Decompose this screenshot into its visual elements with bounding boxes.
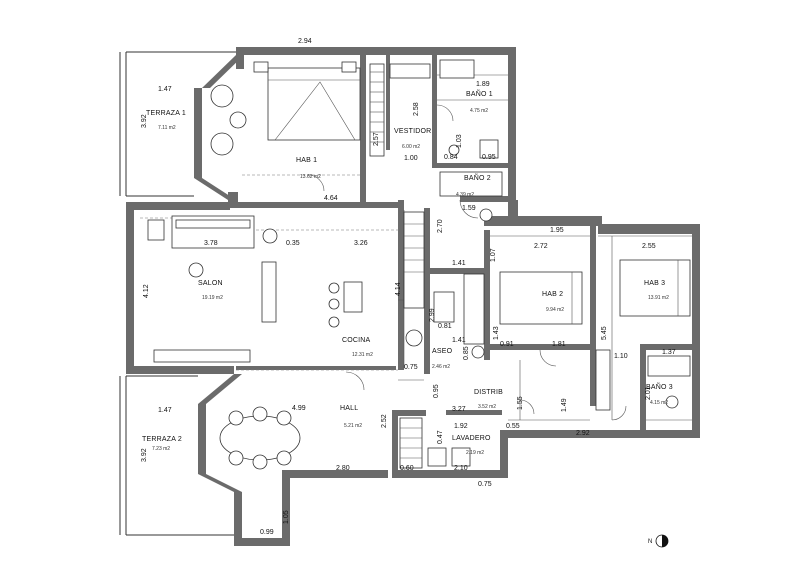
salon-label: SALON	[198, 280, 223, 287]
aseo-area: 2.46 m2	[432, 364, 450, 370]
bano3-area: 4.15 m2	[650, 400, 668, 406]
dim-label: 2.92	[576, 430, 590, 437]
north-arrow: N	[648, 534, 669, 548]
dim-label: 1.81	[552, 341, 566, 348]
dim-label: 2.10	[454, 465, 468, 472]
cocina-label: COCINA	[342, 337, 371, 344]
dim-label: 2.57	[373, 132, 380, 146]
hall-label: HALL	[340, 405, 358, 412]
dim-label: 0.81	[438, 323, 452, 330]
dim-label: 3.92	[141, 114, 148, 128]
dim-label: 1.55	[517, 396, 524, 410]
bano2-area: 4.39 m2	[456, 192, 474, 198]
dim-label: 1.49	[561, 398, 568, 412]
hab3-label: HAB 3	[644, 280, 665, 287]
dim-label: 2.99	[429, 308, 436, 322]
bano1-label: BAÑO 1	[466, 89, 493, 98]
dim-label: 5.45	[601, 326, 608, 340]
dim-label: 2.72	[534, 243, 548, 250]
dim-label: 4.64	[324, 195, 338, 202]
terraza1-area: 7.11 m2	[158, 125, 176, 131]
dimension-labels: 2.94 1.47 3.92 2.57 2.58 1.89 1.00 1.03 …	[141, 38, 676, 536]
bano3-label: BAÑO 3	[646, 382, 673, 391]
dim-label: 4.14	[395, 282, 402, 296]
hab2-label: HAB 2	[542, 291, 563, 298]
vestidor-label: VESTIDOR	[394, 128, 431, 135]
dim-label: 1.00	[404, 155, 418, 162]
dim-label: 2.94	[298, 38, 312, 45]
hab2-area: 9.94 m2	[546, 307, 564, 313]
dim-label: 4.12	[143, 284, 150, 298]
dim-label: 1.92	[454, 423, 468, 430]
terraza1-label: TERRAZA 1	[146, 110, 186, 117]
hab3-area: 13.91 m2	[648, 295, 669, 301]
dim-label: 1.89	[476, 81, 490, 88]
exterior-walls	[126, 47, 700, 546]
dim-label: 1.10	[614, 353, 628, 360]
dim-label: 0.95	[433, 384, 440, 398]
dim-label: 0.47	[437, 430, 444, 444]
lavadero-area: 2.19 m2	[466, 450, 484, 456]
salon-area: 19.19 m2	[202, 295, 223, 301]
dim-label: 0.60	[400, 465, 414, 472]
dim-label: 0.55	[506, 423, 520, 430]
cocina-area: 12.31 m2	[352, 352, 373, 358]
bano1-area: 4.75 m2	[470, 108, 488, 114]
dim-label: 3.26	[354, 240, 368, 247]
hall-area: 5.21 m2	[344, 423, 362, 429]
interior-walls	[236, 55, 698, 472]
room-labels: TERRAZA 1 7.11 m2 HAB 1 13.62 m2 VESTIDO…	[142, 89, 673, 456]
vestidor-area: 6.00 m2	[402, 144, 420, 150]
dim-label: 0.75	[478, 481, 492, 488]
dim-label: 1.05	[283, 510, 290, 524]
hab1-label: HAB 1	[296, 157, 317, 164]
dim-label: 1.43	[493, 326, 500, 340]
dim-label: 2.70	[437, 219, 444, 233]
dim-label: 0.84	[444, 154, 458, 161]
dim-label: 3.92	[141, 448, 148, 462]
terraza2-area: 7.23 m2	[152, 446, 170, 452]
dim-label: 2.55	[642, 243, 656, 250]
dim-label: 0.99	[260, 529, 274, 536]
dim-label: 0.91	[500, 341, 514, 348]
dim-label: 1.41	[452, 337, 466, 344]
dim-label: 3.78	[204, 240, 218, 247]
dim-label: 4.99	[292, 405, 306, 412]
dim-label: 0.95	[482, 154, 496, 161]
distrib-area: 3.52 m2	[478, 404, 496, 410]
dim-label: 2.58	[413, 102, 420, 116]
dim-label: 1.07	[490, 248, 497, 262]
dim-label: 1.37	[662, 349, 676, 356]
dim-label: 0.85	[463, 346, 470, 360]
north-label: N	[648, 539, 652, 545]
dim-label: 0.35	[286, 240, 300, 247]
dim-label: 1.47	[158, 407, 172, 414]
dim-label: 2.52	[381, 414, 388, 428]
terraza2-label: TERRAZA 2	[142, 436, 182, 443]
dim-label: 2.01	[645, 386, 652, 400]
dim-label: 1.95	[550, 227, 564, 234]
dim-label: 1.59	[462, 205, 476, 212]
dim-label: 1.47	[158, 86, 172, 93]
dim-label: 2.80	[336, 465, 350, 472]
dim-label: 1.41	[452, 260, 466, 267]
lavadero-label: LAVADERO	[452, 435, 491, 442]
terrace-outlines	[119, 51, 236, 536]
dim-label: 3.27	[452, 406, 466, 413]
furniture	[147, 59, 691, 470]
bano2-label: BAÑO 2	[464, 173, 491, 182]
distrib-label: DISTRIB	[474, 389, 503, 396]
dim-label: 0.75	[404, 364, 418, 371]
hab1-area: 13.62 m2	[300, 174, 321, 180]
dim-label: 1.03	[456, 134, 463, 148]
aseo-label: ASEO	[432, 348, 453, 355]
